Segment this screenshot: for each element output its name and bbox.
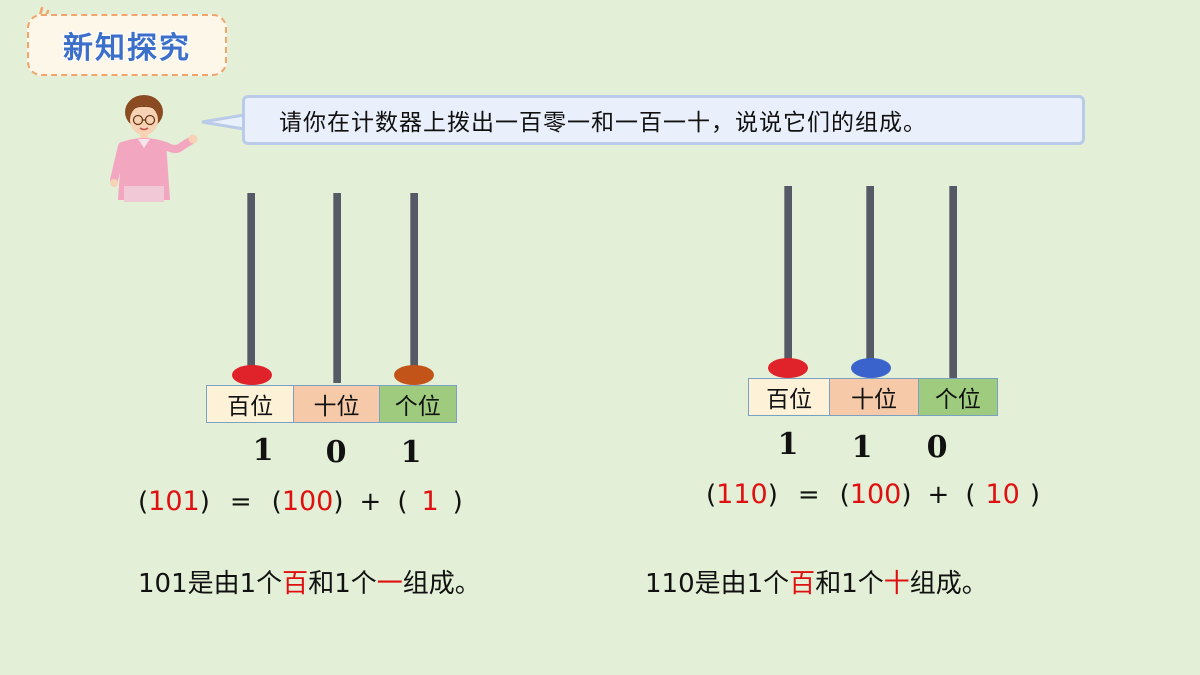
rod-hundreds-left	[247, 193, 255, 373]
paren: (	[138, 486, 149, 517]
place-label-hundreds: 百位	[207, 386, 295, 422]
answer-total-left[interactable]: 101	[148, 486, 200, 517]
paren: )	[333, 486, 344, 517]
answer-tens-right[interactable]: 10	[985, 479, 1020, 510]
rod-tens-left	[333, 193, 341, 383]
composition-sentence-right: 110是由1个百和1个十组成。	[645, 563, 988, 600]
section-title-badge: 新知探究	[27, 14, 227, 76]
sentence-text: 101是由1个	[138, 569, 283, 599]
digit-hundreds-right: 1	[777, 427, 799, 462]
paren: (	[965, 479, 976, 510]
place-label-hundreds: 百位	[749, 379, 831, 415]
plus-sign: +	[359, 486, 382, 517]
digit-tens-left: 0	[325, 435, 347, 470]
answer-ones-left[interactable]: 1	[421, 486, 439, 517]
highlight-word: 一	[376, 569, 403, 599]
place-value-row-right: 百位 十位 个位	[748, 378, 998, 416]
plus-sign: +	[927, 479, 950, 510]
rod-ones-right	[949, 186, 957, 378]
highlight-word: 十	[883, 569, 910, 599]
place-label-tens: 十位	[830, 379, 919, 415]
digit-hundreds-left: 1	[252, 433, 274, 468]
paren: (	[706, 479, 717, 510]
equals-sign: =	[797, 479, 820, 510]
sentence-text: 110是由1个	[645, 569, 790, 599]
bead-hundreds-right[interactable]	[768, 358, 808, 378]
place-label-ones: 个位	[918, 379, 997, 415]
rod-tens-right	[866, 186, 874, 368]
answer-total-right[interactable]: 110	[716, 479, 768, 510]
digit-ones-left: 1	[400, 435, 422, 470]
paren: (	[397, 486, 408, 517]
paren: )	[901, 479, 912, 510]
equation-right: ( 110 ) = ( 100 ) + ( 10 )	[706, 479, 1040, 510]
paren: (	[271, 486, 282, 517]
bead-tens-right[interactable]	[851, 358, 891, 378]
paren: )	[1029, 479, 1040, 510]
rod-ones-left	[410, 193, 418, 373]
equation-left: ( 101 ) = ( 100 ) + ( 1 )	[138, 486, 463, 517]
digit-ones-right: 0	[926, 430, 948, 465]
sentence-text: 和1个	[815, 569, 884, 599]
paren: )	[452, 486, 463, 517]
answer-hundreds-left[interactable]: 100	[281, 486, 334, 517]
composition-sentence-left: 101是由1个百和1个一组成。	[138, 563, 481, 600]
teacher-illustration	[110, 95, 198, 202]
sentence-text: 组成。	[909, 569, 988, 599]
bead-ones-left[interactable]	[394, 365, 434, 385]
equals-sign: =	[229, 486, 252, 517]
section-title: 新知探究	[63, 31, 191, 66]
paren: (	[839, 479, 850, 510]
place-value-row-left: 百位 十位 个位	[206, 385, 457, 423]
paren: )	[199, 486, 210, 517]
highlight-word: 百	[789, 569, 816, 599]
sentence-text: 组成。	[402, 569, 481, 599]
digit-tens-right: 1	[851, 430, 873, 465]
rod-hundreds-right	[784, 186, 792, 368]
bead-hundreds-left[interactable]	[232, 365, 272, 385]
speech-bubble: 请你在计数器上拨出一百零一和一百一十，说说它们的组成。	[242, 95, 1085, 145]
place-label-tens: 十位	[294, 386, 380, 422]
highlight-word: 百	[282, 569, 309, 599]
answer-hundreds-right[interactable]: 100	[849, 479, 902, 510]
instruction-text: 请你在计数器上拨出一百零一和一百一十，说说它们的组成。	[279, 110, 927, 136]
sentence-text: 和1个	[308, 569, 377, 599]
paren: )	[767, 479, 778, 510]
place-label-ones: 个位	[379, 386, 456, 422]
